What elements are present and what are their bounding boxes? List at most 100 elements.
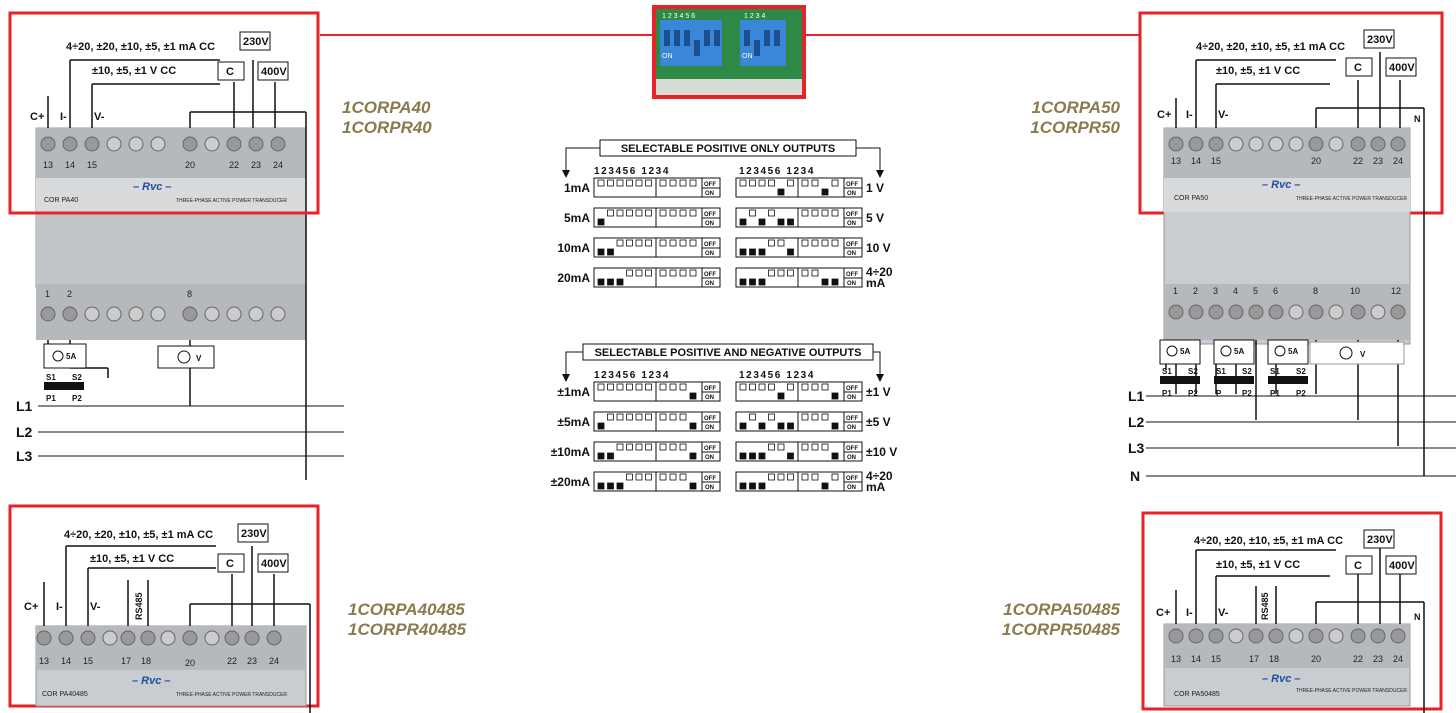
dip-switch-3 xyxy=(758,452,766,460)
dip-switch-9 xyxy=(679,473,687,481)
svg-text:S1: S1 xyxy=(46,373,56,382)
svg-text:I-: I- xyxy=(1186,607,1193,619)
dip-switch-6 xyxy=(787,473,794,481)
dip-switch-8 xyxy=(811,239,819,247)
dip-switch-9 xyxy=(821,188,829,196)
dip-switch-10 xyxy=(831,473,839,481)
svg-text:P1: P1 xyxy=(1162,389,1172,398)
dip-switch-2 xyxy=(749,413,756,421)
svg-text:14: 14 xyxy=(61,656,71,666)
off-label: OFF xyxy=(846,476,858,482)
svg-text:L3: L3 xyxy=(16,448,33,464)
table-header: 123456 1234 xyxy=(594,370,670,381)
dip-switch-3 xyxy=(616,383,624,391)
dip-switch-5 xyxy=(777,269,785,277)
dip-switch-4 xyxy=(768,209,775,217)
row-right-label: mA xyxy=(866,480,886,494)
off-label: OFF xyxy=(704,242,716,248)
dip-switch-10 xyxy=(689,209,697,217)
dip-switch-2 xyxy=(749,452,756,460)
dip-switch-2 xyxy=(749,248,756,256)
dip-switch-8 xyxy=(811,383,819,391)
svg-text:22: 22 xyxy=(1353,156,1363,166)
off-label: OFF xyxy=(704,272,716,278)
dip-switch-7 xyxy=(801,209,809,217)
dip-switch-10 xyxy=(831,392,839,400)
dip-switch-5 xyxy=(777,473,785,481)
dip-switch-7 xyxy=(801,443,809,451)
labels-pa40485: 4÷20, ±20, ±10, ±5, ±1 mA CC ±10, ±5, ±1… xyxy=(24,523,289,620)
svg-text:23: 23 xyxy=(1373,156,1383,166)
svg-text:8: 8 xyxy=(1313,286,1318,296)
dip-switch-3 xyxy=(758,218,766,226)
module-desc: THREE-PHASE ACTIVE POWER TRANSDUCER xyxy=(176,198,287,204)
dip-switch-6 xyxy=(645,443,652,451)
svg-text:230V: 230V xyxy=(1367,534,1393,546)
dip-switch-10 xyxy=(689,482,697,490)
svg-text:1: 1 xyxy=(45,289,50,299)
svg-text:C: C xyxy=(1354,62,1362,74)
wiring-pa40 xyxy=(47,59,307,480)
dip-switch-1 xyxy=(597,482,605,490)
dip-switch-2 xyxy=(749,179,756,187)
svg-text:– Rvc –: – Rvc – xyxy=(1262,673,1301,685)
product-pa40485: 1CORPA40485 1CORPR40485 xyxy=(348,600,466,640)
svg-text:14: 14 xyxy=(1191,156,1201,166)
labels-pa40: 4÷20, ±20, ±10, ±5, ±1 mA CC ±10, ±5, ±1… xyxy=(30,31,289,123)
svg-text:V-: V- xyxy=(1218,109,1229,121)
dip-switch-7 xyxy=(659,473,667,481)
svg-text:400V: 400V xyxy=(261,558,287,570)
dip-switch-4 xyxy=(768,473,775,481)
dip-switch-1 xyxy=(739,452,747,460)
phase-labels-right: L1 L2 L3 N xyxy=(1128,388,1145,484)
row-left-label: 1mA xyxy=(564,181,590,195)
dip-switch-2 xyxy=(749,482,756,490)
dip-switch-6 xyxy=(645,413,652,421)
dip-switch-6 xyxy=(787,218,794,226)
dip-switch-8 xyxy=(811,269,819,277)
dip-switch-9 xyxy=(821,482,829,490)
product-code: 1CORPR50 xyxy=(1030,118,1120,137)
dip-switch-9 xyxy=(821,443,829,451)
off-label: OFF xyxy=(704,476,716,482)
svg-text:THREE-PHASE ACTIVE POWER TRANS: THREE-PHASE ACTIVE POWER TRANSDUCER xyxy=(176,692,287,698)
dip-switch-4 xyxy=(768,383,775,391)
v400-label: 400V xyxy=(261,66,287,78)
svg-text:4÷20, ±20, ±10, ±5, ±1 mA CC: 4÷20, ±20, ±10, ±5, ±1 mA CC xyxy=(1196,41,1345,53)
svg-text:20: 20 xyxy=(185,160,195,170)
dip-switch-7 xyxy=(801,413,809,421)
wiring-pa50485 xyxy=(1175,546,1425,713)
dip-switch-4 xyxy=(768,269,775,277)
svg-text:L2: L2 xyxy=(1128,414,1145,430)
svg-text:22: 22 xyxy=(1353,654,1363,664)
svg-text:14: 14 xyxy=(1191,654,1201,664)
svg-text:V-: V- xyxy=(1218,607,1229,619)
off-label: OFF xyxy=(846,386,858,392)
on-label: ON xyxy=(847,251,856,257)
current-range-label: 4÷20, ±20, ±10, ±5, ±1 mA CC xyxy=(66,41,215,53)
product-code: 1CORPR40485 xyxy=(348,620,467,639)
on-label: ON xyxy=(705,455,714,461)
dip-switch-5 xyxy=(777,218,785,226)
dip-switch-1 xyxy=(597,278,605,286)
dip-switch-1 xyxy=(597,218,605,226)
svg-text:COR PA50485: COR PA50485 xyxy=(1174,691,1220,698)
svg-text:P: P xyxy=(1216,389,1222,398)
svg-text:15: 15 xyxy=(83,656,93,666)
row-right-label: 1 V xyxy=(866,181,884,195)
dip-switch-10 xyxy=(831,179,839,187)
dip-switch-9 xyxy=(821,413,829,421)
svg-text:THREE-PHASE ACTIVE POWER TRANS: THREE-PHASE ACTIVE POWER TRANSDUCER xyxy=(1296,196,1407,202)
svg-text:20: 20 xyxy=(1311,156,1321,166)
dip-switch-1 xyxy=(739,218,747,226)
dip-switch-4 xyxy=(768,413,775,421)
svg-text:S2: S2 xyxy=(1296,367,1306,376)
svg-text:P2: P2 xyxy=(72,394,82,403)
svg-text:24: 24 xyxy=(269,656,279,666)
svg-text:RS485: RS485 xyxy=(134,592,144,620)
